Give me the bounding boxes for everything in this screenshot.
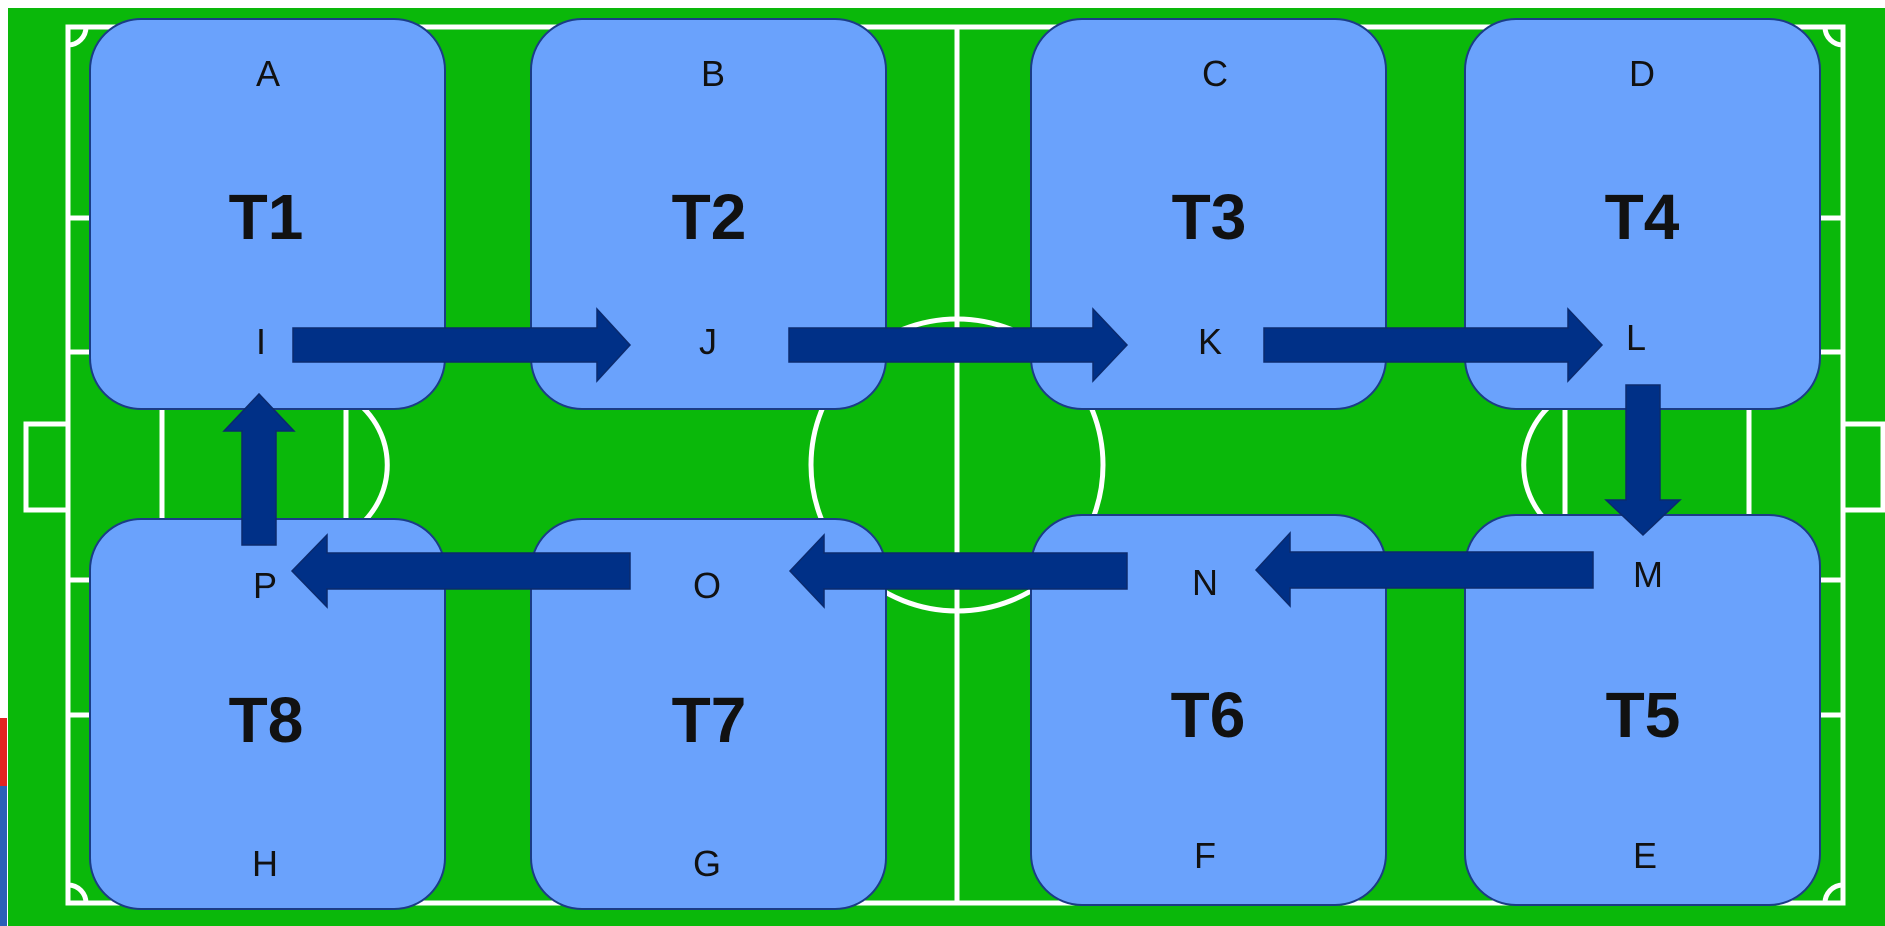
corner-arc-bl [67, 882, 89, 904]
corner-arc-tr [1822, 26, 1844, 48]
label-k: K [1197, 321, 1222, 362]
label-n: N [1192, 562, 1218, 603]
arrow-m-to-n [1254, 531, 1594, 608]
team-t1: T1 [228, 181, 304, 253]
label-m: M [1633, 554, 1663, 595]
arrow-o-to-p [290, 533, 631, 609]
team-t6: T6 [1170, 679, 1246, 751]
label-b: B [700, 53, 725, 94]
label-l: L [1625, 317, 1647, 358]
corner-arc-br [1822, 882, 1844, 904]
team-t4: T4 [1604, 181, 1680, 253]
label-j: J [699, 321, 717, 362]
label-c: C [1202, 53, 1228, 94]
edge-flag-red [0, 718, 7, 786]
team-t8: T8 [228, 684, 304, 756]
arrow-j-to-k [788, 307, 1129, 383]
team-t3: T3 [1171, 181, 1247, 253]
right-goal [1840, 421, 1885, 513]
label-i: I [255, 321, 266, 362]
team-t7: T7 [671, 684, 747, 756]
edge-flag-blue [0, 786, 7, 926]
arrow-i-to-j [292, 307, 632, 383]
corner-arc-tl [67, 26, 89, 48]
arrow-p-to-i [222, 392, 296, 546]
label-h: H [252, 843, 278, 884]
team-t2: T2 [671, 181, 747, 253]
arrow-l-to-m [1604, 384, 1682, 537]
label-g: G [692, 843, 721, 884]
arrow-n-to-o [788, 533, 1128, 609]
center-circle [808, 316, 1106, 614]
team-t5: T5 [1605, 679, 1681, 751]
label-f: F [1194, 835, 1216, 876]
label-e: E [1632, 835, 1657, 876]
left-goal [23, 421, 71, 513]
arrow-k-to-l [1263, 307, 1604, 383]
label-p: P [252, 565, 277, 606]
label-o: O [692, 565, 721, 606]
label-d: D [1629, 53, 1655, 94]
label-a: A [255, 53, 280, 94]
